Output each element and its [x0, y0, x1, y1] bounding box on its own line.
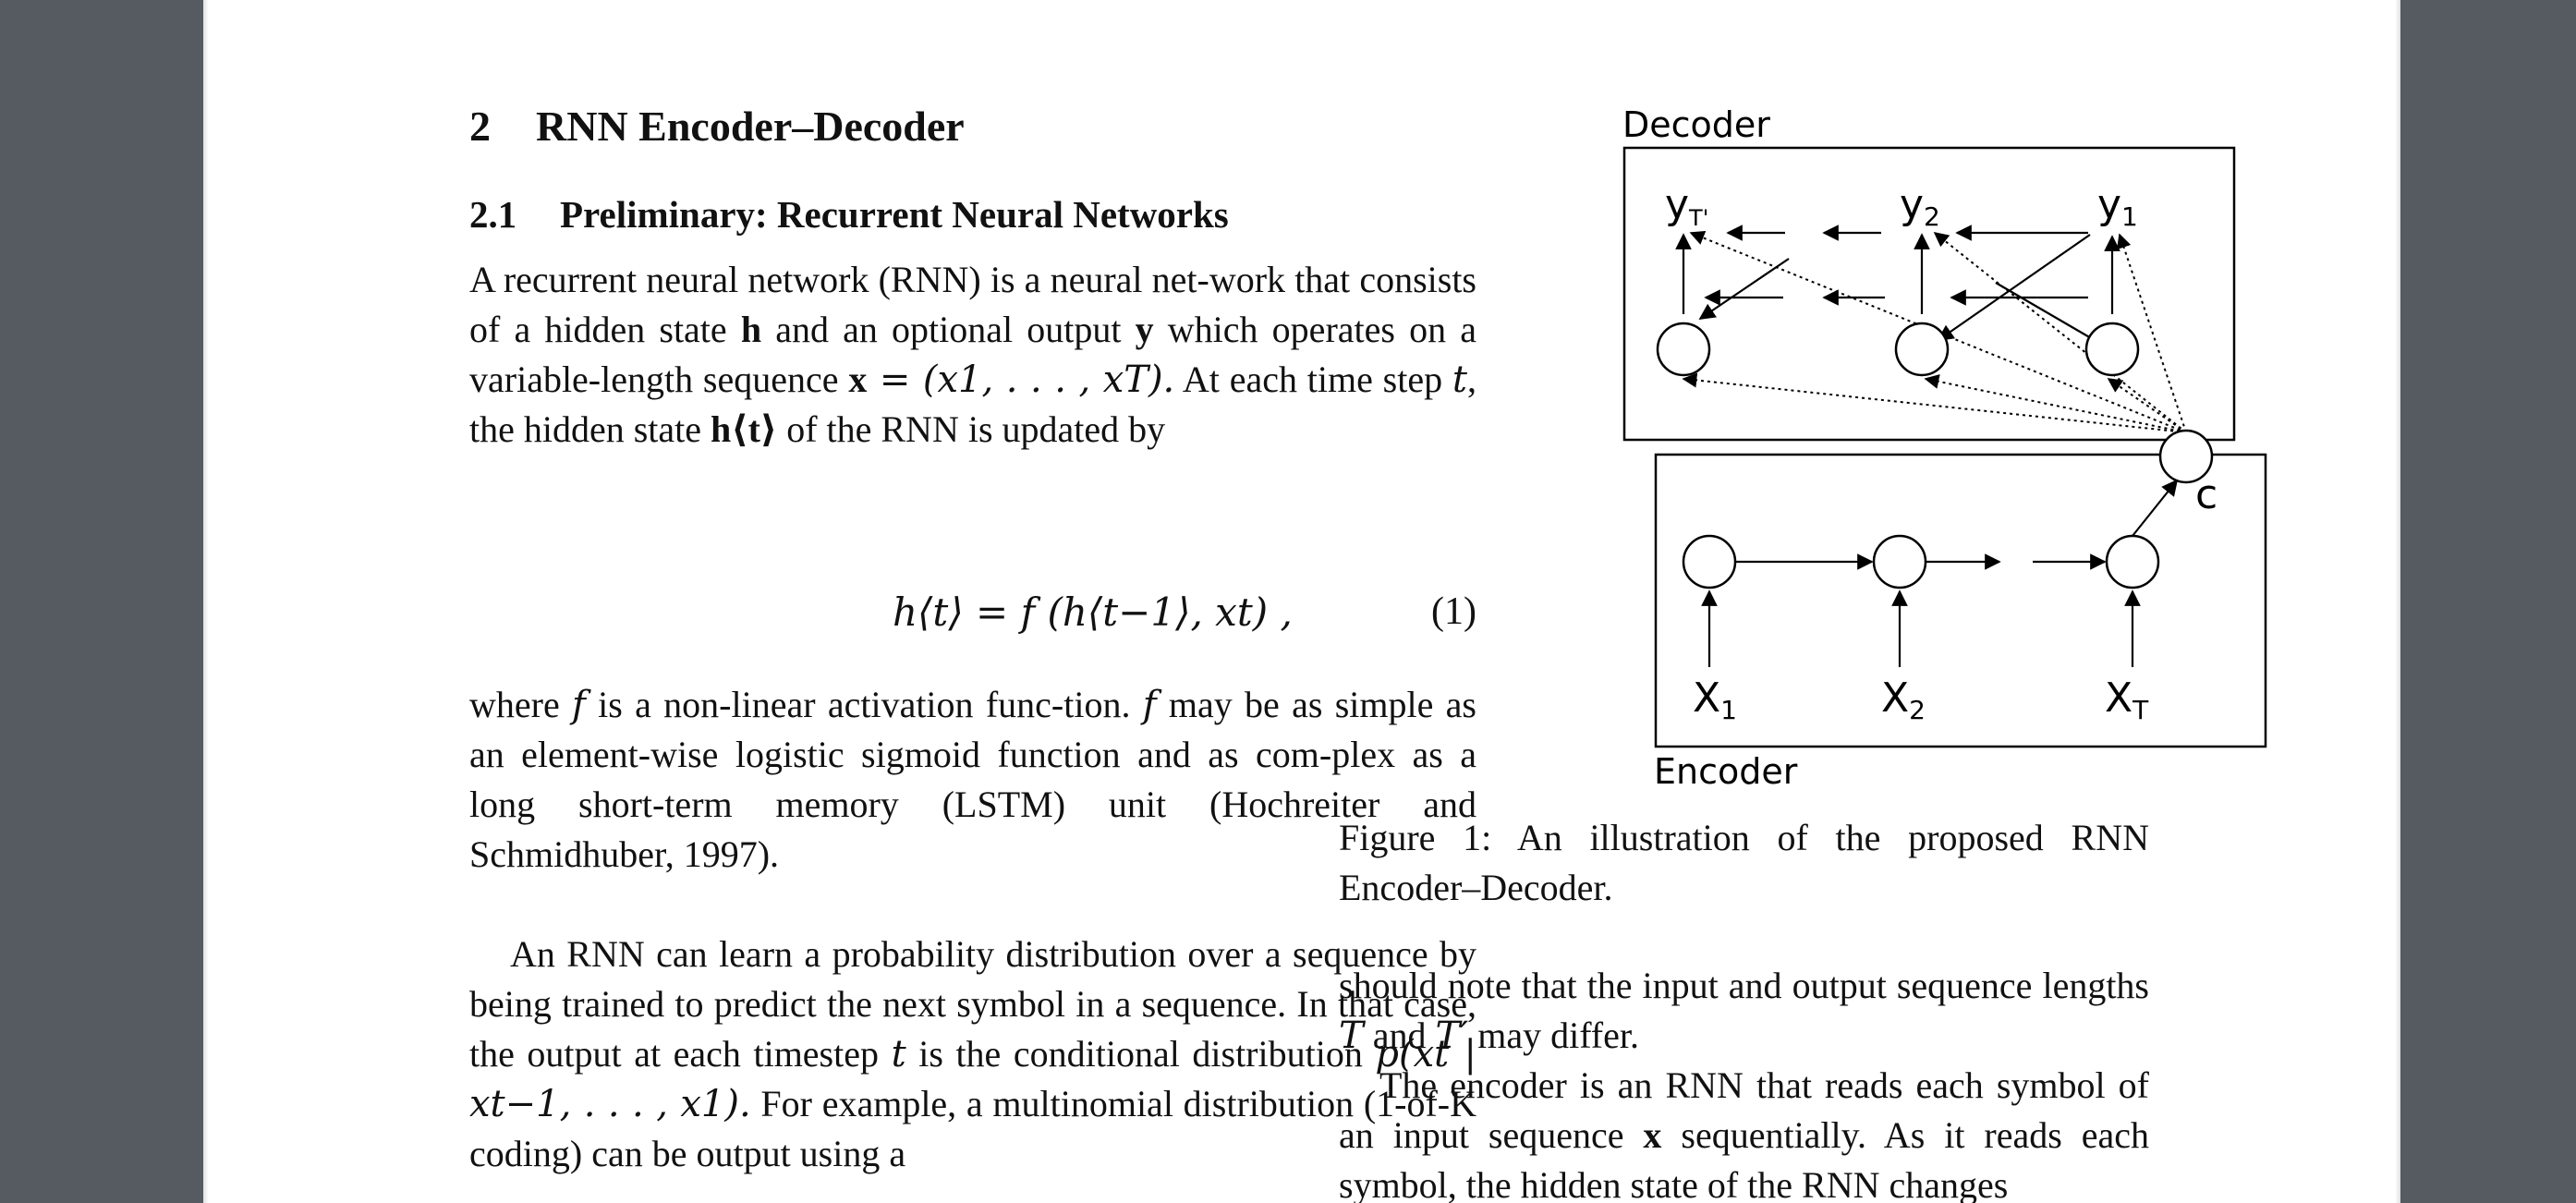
decoder-node — [1894, 322, 1950, 377]
text-run: The encoder is an RNN that reads each sy… — [1339, 1064, 2149, 1156]
paragraph-activation: where f is a non-linear activation func-… — [469, 680, 1476, 880]
paragraph-encoder: The encoder is an RNN that reads each sy… — [1339, 1061, 2149, 1203]
text-run: of the RNN is updated by — [777, 408, 1166, 450]
encoder-node — [2105, 534, 2160, 589]
decoder-box — [1622, 146, 2236, 442]
y-label-1: y1 — [2097, 181, 2138, 232]
text-run: , the hidden state — [469, 358, 1476, 450]
decoder-node — [2084, 322, 2140, 377]
symbol-T-prime: T′ — [1435, 1015, 1469, 1057]
decoder-node — [1656, 322, 1711, 377]
text-run: which operates on a variable-length sequ… — [469, 309, 1476, 400]
symbol-f: f — [572, 684, 586, 726]
text-run: A recurrent neural network (RNN) is a ne… — [469, 259, 1476, 350]
y-label-T: yT' — [1665, 181, 1708, 231]
decoder-label: Decoder — [1622, 104, 1770, 145]
text-run: At each time step — [1174, 358, 1452, 400]
text-run: should note that the input and output se… — [1339, 965, 2149, 1006]
symbol-T: T — [1339, 1015, 1364, 1057]
text-run: and an optional output — [761, 309, 1136, 350]
equation-number: (1) — [1431, 590, 1476, 633]
x-label-T: XT — [2105, 674, 2149, 725]
equation-1: h⟨t⟩ = f (h⟨t−1⟩, xt) , (1) — [469, 589, 1476, 654]
section-number: 2 — [469, 103, 491, 150]
context-node — [2158, 429, 2214, 484]
context-label: c — [2195, 471, 2218, 518]
encoder-node — [1682, 534, 1737, 589]
x-label-1: X1 — [1693, 674, 1737, 725]
text-run: may be as simple as an element-wise logi… — [469, 684, 1476, 875]
text-run: is the conditional distribution — [905, 1033, 1376, 1075]
encoder-box — [1654, 453, 2267, 748]
text-run: is a non-linear activation func-tion. — [585, 684, 1143, 725]
x-label-2: X2 — [1881, 674, 1926, 725]
text-run: may differ. — [1468, 1015, 1639, 1056]
equation-body: h⟨t⟩ = f (h⟨t−1⟩, xt) , — [893, 589, 1293, 635]
figure-1-diagram: Decoder Encoder — [1386, 92, 2400, 813]
text-run: An RNN can learn a probability distribut… — [469, 933, 1476, 1075]
encoder-label: Encoder — [1654, 751, 1798, 792]
text-run: sequentially. As it reads each symbol, t… — [1339, 1114, 2149, 1203]
symbol-t: t — [891, 1033, 906, 1075]
subsection-number: 2.1 — [469, 193, 517, 236]
section-title: RNN Encoder–Decoder — [536, 103, 965, 150]
text-run: For example, a multinomial distribution … — [469, 1083, 1476, 1174]
probability-expression: p(xt | xt−1, . . . , x1). — [469, 1033, 1477, 1125]
document-page: 2 RNN Encoder–Decoder 2.1 Preliminary: Rec… — [203, 0, 2400, 1203]
symbol-h: h — [740, 309, 762, 350]
paragraph-probability: An RNN can learn a probability distribut… — [469, 930, 1476, 1179]
symbol-h-t: h⟨t⟩ — [711, 408, 778, 450]
symbol-f: f — [1142, 684, 1157, 726]
symbol-x: x — [848, 358, 868, 400]
decoder-arrows — [1675, 225, 2120, 343]
encoder-arrows — [1701, 479, 2179, 667]
symbol-y: y — [1135, 309, 1154, 350]
symbol-x: x — [1643, 1114, 1662, 1156]
symbol-t: t — [1452, 358, 1467, 401]
subsection-heading: 2.1 Preliminary: Recurrent Neural Network… — [469, 192, 1229, 237]
sequence-expression: = (x1, . . . , xT). — [867, 358, 1175, 401]
encoder-node — [1872, 534, 1927, 589]
paragraph-sequence-lengths: should note that the input and output se… — [1339, 961, 2149, 1061]
text-run: and — [1363, 1015, 1436, 1056]
encoder-decoder-diagram: Decoder Encoder — [1622, 104, 2267, 792]
paragraph-rnn-definition: A recurrent neural network (RNN) is a ne… — [469, 255, 1476, 455]
subsection-title: Preliminary: Recurrent Neural Networks — [560, 193, 1229, 236]
figure-caption: Figure 1: An illustration of the propose… — [1339, 817, 2149, 908]
section-heading: 2 RNN Encoder–Decoder — [469, 102, 965, 151]
text-run: where — [469, 684, 573, 725]
y-label-2: y2 — [1900, 181, 1940, 232]
